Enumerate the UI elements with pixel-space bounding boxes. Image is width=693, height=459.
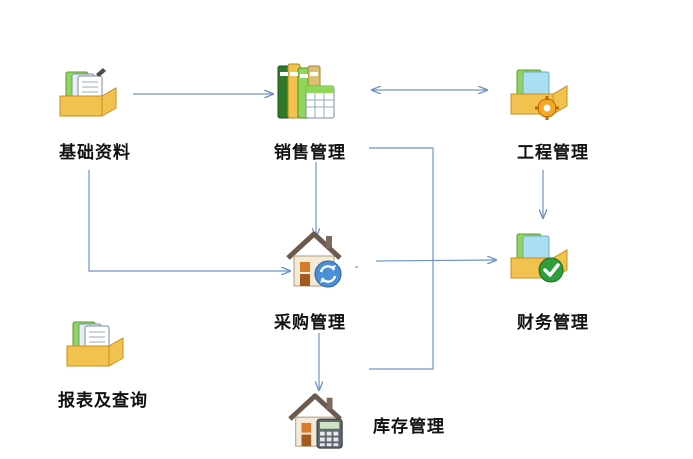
connector-sales-inventory-bracket: [369, 147, 434, 370]
house-calculator-icon: [288, 393, 343, 449]
node-reports[interactable]: 报表及查询: [55, 316, 175, 416]
node-inventory[interactable]: 库存管理: [286, 390, 466, 454]
arrow-basic-to-purchasing: [88, 170, 290, 271]
node-purchasing[interactable]: 采购管理: [272, 228, 372, 338]
basic-data-label: 基础资料: [59, 143, 131, 163]
arrow-purchasing-to-finance: [375, 260, 496, 261]
node-basic-data[interactable]: 基础资料: [50, 58, 150, 168]
folder-checkmark-icon: [510, 233, 568, 283]
inventory-label: 库存管理: [373, 417, 445, 437]
reports-label: 报表及查询: [58, 391, 148, 411]
sales-label: 销售管理: [274, 143, 346, 163]
node-engineering[interactable]: 工程管理: [505, 58, 605, 168]
finance-label: 财务管理: [517, 313, 589, 333]
node-sales[interactable]: 销售管理: [272, 58, 372, 168]
purchasing-label: 采购管理: [274, 313, 346, 333]
folder-documents-icon: [59, 68, 117, 117]
binders-spreadsheet-icon: [277, 63, 335, 119]
node-finance[interactable]: 财务管理: [505, 222, 605, 338]
folder-gear-icon: [510, 69, 568, 120]
house-refresh-icon: [286, 231, 342, 288]
folder-documents-icon: [66, 321, 124, 367]
engineering-label: 工程管理: [517, 143, 589, 163]
